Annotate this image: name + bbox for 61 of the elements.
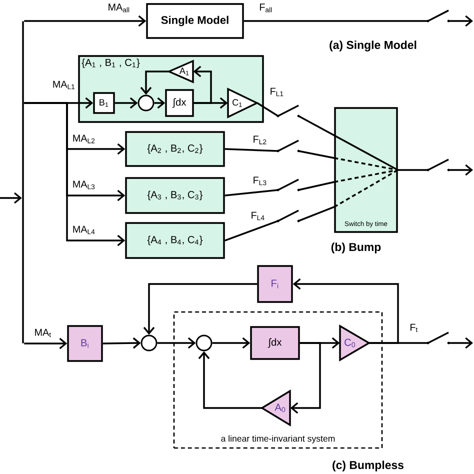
switch-symbol [426,158,450,172]
signal-label: F$_{all}$ [260,4,272,12]
signal-label: MA$_{L4}$ [73,226,95,234]
arrow [0,192,22,204]
connector-line [244,20,428,22]
arrow [292,278,399,344]
arrow [448,164,473,176]
arrow [24,102,126,246]
process-box: B$_{1}$ [93,92,115,114]
integrator-box: ∫dx [165,89,194,117]
connector-line [298,115,398,171]
connector-line [224,220,278,242]
switch-symbol [276,210,300,222]
arrow [140,70,169,95]
arrow [143,283,258,335]
model-box: {A$_{3}$ , B$_{3}$, C$_{3}$} [125,177,225,214]
integrator-box: ∫dx [250,326,300,360]
signal-label: MA$_{L2}$ [73,134,95,144]
connector-line [298,181,334,191]
signal-label: MA$_{L3}$ [73,180,95,190]
connector-line [224,189,278,196]
arrow [212,337,250,349]
arrow [114,97,138,109]
arrow [24,338,68,350]
arrow [290,342,321,414]
panel-caption: (a) Single Model [330,40,416,52]
signal-label: F$_{L1}$ [270,88,284,96]
arrow [157,337,196,349]
signal-label: F$_{L2}$ [254,136,266,144]
process-box: B$_{i}$ [67,325,103,362]
connector-line [256,102,278,117]
switch-symbol [426,10,450,22]
arrow [193,66,212,104]
panel-caption: (b) Bump [331,242,381,254]
summing-junction [196,334,212,352]
signal-label: F$_{L4}$ [252,212,264,220]
arrow [24,15,146,27]
connector-line [224,148,278,152]
signal-label: F$_{L3}$ [254,176,266,186]
connector-line [398,169,428,171]
summing-junction [138,94,154,112]
panel-caption: (c) Bumpless [332,460,404,472]
process-box: Single Model [146,3,244,39]
arrow [198,351,262,409]
switch-symbol [426,332,450,344]
connector-line [298,206,334,222]
switch-symbol [276,178,300,192]
summing-junction [140,334,158,352]
model-box: {A$_{2}$ , B$_{2}$, C$_{2}$} [125,131,225,167]
switch-symbol [276,104,300,118]
process-box: F$_{i}$ [257,265,293,303]
switch-symbol [276,140,300,152]
signal-label: MA$_{all}$ [108,4,130,12]
signal-label: MA$_{L1}$ [53,80,75,90]
signal-label: F$_{t}$ [410,324,418,332]
model-box: {A$_{4}$ , B$_{4}$, C$_{4}$} [125,222,225,259]
arrow [448,15,473,27]
arrow [448,337,474,349]
connector-line [298,150,334,159]
arrow [102,337,141,349]
signal-label: MA$_{t}$ [35,328,51,338]
